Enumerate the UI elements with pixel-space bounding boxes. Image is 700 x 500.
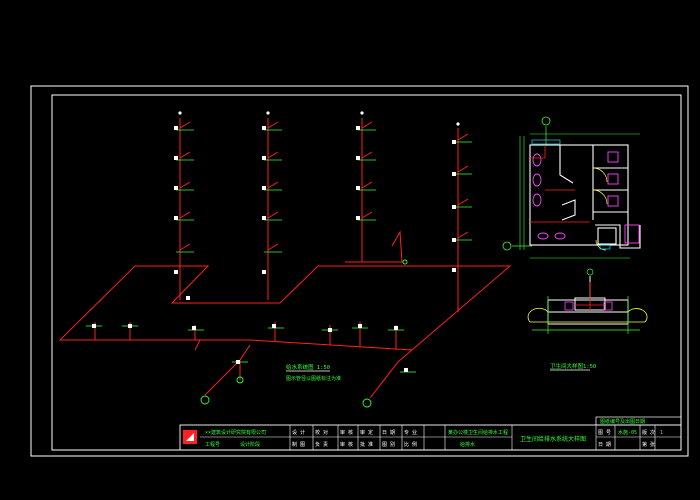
plan-caption: 卫生间大样图1:50 xyxy=(550,362,596,370)
sheet-no: 水施-05 xyxy=(618,429,637,436)
sheet-label: 第 张 xyxy=(642,441,655,448)
title-block-label: 图 别 xyxy=(382,441,395,448)
valve-symbols xyxy=(200,259,408,408)
title-block-label: 比 例 xyxy=(404,441,417,448)
title-block-label: 设 计 xyxy=(292,429,305,436)
section-detail: 卫生间大样图1:50 xyxy=(527,268,648,371)
title-block-label: 校 对 xyxy=(315,429,328,436)
axis-marker-icon xyxy=(541,116,551,126)
title-block-label: 审 定 xyxy=(360,429,373,436)
revision: 1 xyxy=(660,430,663,436)
title-block: 图纸编号及出图日期 ××建筑设计研究院有限公司 工程号 设计阶段 xyxy=(179,416,682,451)
title-block-label: 专 业 xyxy=(404,429,417,436)
company-sub-right: 设计阶段 xyxy=(240,441,260,448)
system-note: 图示管径以图纸标注为准 xyxy=(286,375,341,382)
sheet-title: 卫生间给排水系统大样图 xyxy=(520,435,586,443)
bathroom-plan xyxy=(502,116,641,259)
system-caption: 给水系统图 1:50 xyxy=(286,363,330,371)
revision-label: 版 次 xyxy=(642,429,655,436)
title-block-label: 负 责 xyxy=(315,441,328,448)
title-block-label: 批 准 xyxy=(360,441,373,448)
axis-marker-icon xyxy=(502,241,512,251)
date-label: 日 期 xyxy=(598,442,611,448)
sheet-outer-border xyxy=(30,85,689,457)
title-block-label: 审 核 xyxy=(340,441,353,448)
fixture-tags xyxy=(92,111,460,372)
system-captions: 给水系统图 1:50 图示管径以图纸标注为准 xyxy=(286,363,341,382)
top-right-note: 图纸编号及出图日期 xyxy=(600,418,645,425)
company-sub-left: 工程号 xyxy=(205,441,220,448)
company-name: ××建筑设计研究院有限公司 xyxy=(205,429,266,436)
project-name: 某办公楼卫生间给排水工程 xyxy=(448,429,508,436)
project-sub: 给排水 xyxy=(460,441,475,448)
title-block-label: 日 期 xyxy=(382,430,395,436)
title-block-label: 审 核 xyxy=(340,429,353,436)
water-supply-system-diagram xyxy=(58,118,512,399)
sheet-no-label: 图 号 xyxy=(598,430,611,436)
title-block-label: 制 图 xyxy=(292,441,305,448)
